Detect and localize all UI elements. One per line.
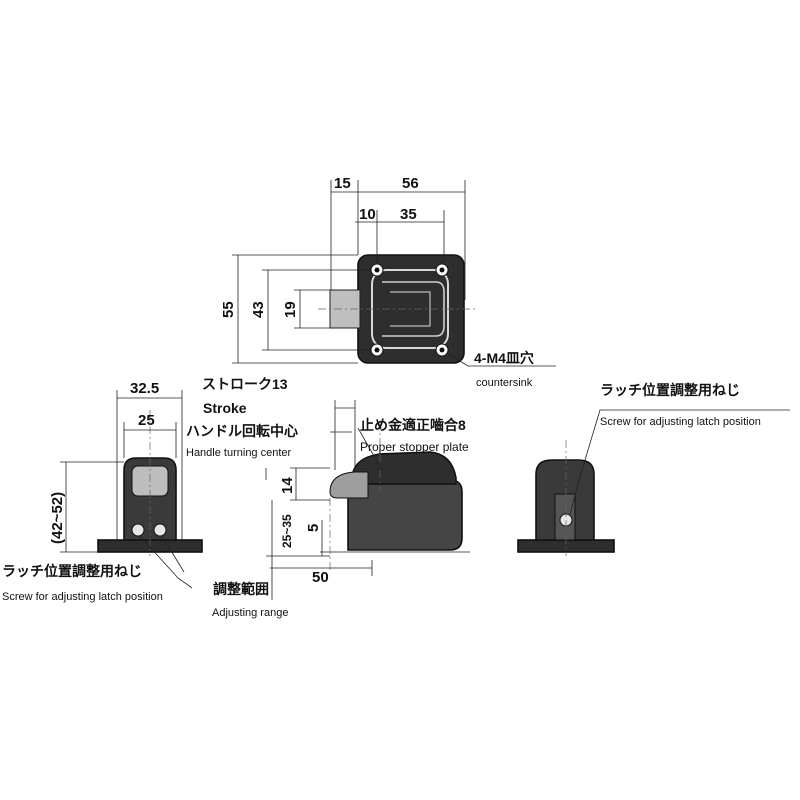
front-view: 32.5 25 (42~52) ラッチ位置調整用ねじ Screw for adj… <box>2 380 203 603</box>
adjust-screw-icon <box>131 523 145 537</box>
rear-view: ラッチ位置調整用ねじ Screw for adjusting latch pos… <box>517 382 790 556</box>
dim-56: 56 <box>402 175 419 192</box>
adjust-range-label-en: Adjusting range <box>212 607 288 619</box>
stopper-label-jp: 止め金適正嚙合8 <box>360 417 466 433</box>
front-screw-label-en: Screw for adjusting latch position <box>2 591 163 603</box>
dim-14: 14 <box>279 477 296 494</box>
dim-32-5: 32.5 <box>130 380 159 397</box>
dim-25-35: 25~35 <box>280 514 294 548</box>
dim-5: 5 <box>305 524 322 532</box>
dim-19: 19 <box>282 301 299 318</box>
dim-height-range: (42~52) <box>49 492 66 544</box>
dim-10: 10 <box>359 206 376 223</box>
countersink-label-en: countersink <box>476 377 533 389</box>
side-view: ストローク13 Stroke ハンドル回転中心 Handle turning c… <box>186 376 470 619</box>
dim-55: 55 <box>220 301 237 318</box>
dim-35: 35 <box>400 206 417 223</box>
front-screw-label-jp: ラッチ位置調整用ねじ <box>2 563 142 579</box>
rear-screw-label-jp: ラッチ位置調整用ねじ <box>600 382 740 398</box>
stopper-label-en: Proper stopper plate <box>360 440 469 454</box>
dim-43: 43 <box>250 301 267 318</box>
adjust-range-label-jp: 調整範囲 <box>213 581 269 597</box>
side-view-latch <box>329 471 369 499</box>
dim-50: 50 <box>312 569 329 586</box>
adjust-screw-icon <box>153 523 167 537</box>
dim-25-front: 25 <box>138 412 155 429</box>
top-view: 15 56 10 35 55 43 19 4-M4皿穴 countersink <box>220 175 556 389</box>
handle-center-label-en: Handle turning center <box>186 447 292 459</box>
handle-center-label-jp: ハンドル回転中心 <box>186 423 298 439</box>
countersink-label-jp: 4-M4皿穴 <box>474 350 534 366</box>
side-view-handle <box>351 451 457 485</box>
stroke-label-jp: ストローク13 <box>202 376 288 392</box>
dim-15: 15 <box>334 175 351 192</box>
rear-screw-label-en: Screw for adjusting latch position <box>600 416 761 428</box>
stroke-label-en: Stroke <box>203 400 247 416</box>
